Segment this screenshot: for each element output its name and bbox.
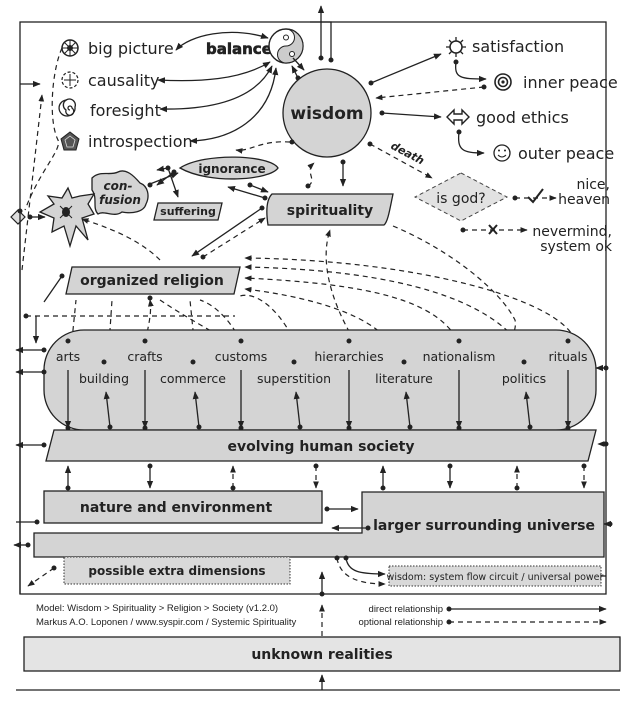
wisdom-label: wisdom — [290, 104, 363, 124]
aspect-link — [192, 391, 200, 428]
confusion-line1: con- — [104, 179, 133, 193]
introspection-item: introspection — [60, 131, 193, 151]
good-ethics-item: good ethics — [446, 108, 569, 127]
satisfaction-item: satisfaction — [446, 37, 564, 57]
aspect-link — [103, 391, 111, 428]
unknown-realities-label: unknown realities — [251, 647, 392, 663]
outer-peace-item: outer peace — [493, 144, 614, 163]
nevermind-line1: nevermind, — [532, 224, 612, 240]
evolving-society-label: evolving human society — [228, 439, 415, 455]
balance-label: balance — [206, 40, 272, 58]
aspect-rituals: rituals — [548, 349, 587, 364]
is-god-decision: is god? — [413, 172, 509, 222]
aspect-link — [523, 391, 531, 428]
nature-label: nature and environment — [80, 500, 273, 516]
universe-label: larger surrounding universe — [373, 518, 595, 534]
yin-yang-icon — [268, 28, 304, 64]
unknown-realities-node: unknown realities — [23, 636, 621, 672]
evolving-society-node: evolving human society — [45, 429, 597, 462]
aspect-building: building — [79, 371, 129, 386]
wheel-icon — [61, 39, 79, 57]
neuron-node — [38, 186, 96, 249]
heaven-line2: heaven — [558, 192, 610, 208]
aspect-hierarchies: hierarchies — [314, 349, 383, 364]
legend-direct-label: direct relationship — [369, 604, 443, 615]
wisdom-node: wisdom — [282, 68, 372, 158]
good-ethics-label: good ethics — [476, 108, 569, 127]
spider-icon — [59, 205, 73, 219]
universe-node: larger surrounding universe — [33, 491, 605, 558]
society-aspects: arts crafts customs hierarchies nationalism r… — [56, 338, 588, 431]
compass-arrows-icon — [61, 71, 79, 89]
cross-icon — [488, 224, 498, 235]
aspect-literature: literature — [375, 371, 433, 386]
aspect-commerce: commerce — [160, 371, 226, 386]
inner-peace-item: inner peace — [494, 73, 618, 92]
big-picture-item: big picture — [61, 39, 174, 58]
causality-item: causality — [61, 71, 160, 90]
satisfaction-label: satisfaction — [472, 37, 564, 56]
confusion-node: con- fusion — [91, 170, 149, 215]
ignorance-node: ignorance — [178, 156, 279, 180]
spirituality-label: spirituality — [287, 203, 373, 219]
wisdom-flow-node: wisdom: system flow circuit / universal … — [387, 565, 604, 587]
is-god-label: is god? — [436, 191, 485, 207]
causality-label: causality — [88, 71, 160, 90]
heaven-line1: nice, — [576, 177, 610, 193]
ignorance-label: ignorance — [198, 162, 265, 176]
wisdom-flow-label: wisdom: system flow circuit / universal … — [387, 572, 604, 583]
aspect-arts: arts — [56, 349, 80, 364]
nature-node: nature and environment — [43, 490, 323, 524]
web-icon — [60, 131, 80, 151]
spiral-icon — [58, 98, 76, 117]
nevermind-line2: system ok — [540, 239, 613, 255]
suffering-label: suffering — [160, 205, 216, 218]
legend: direct relationship optional relationshi… — [358, 604, 607, 628]
introspection-label: introspection — [88, 132, 193, 151]
sun-icon — [446, 37, 466, 57]
confusion-line2: fusion — [99, 193, 141, 207]
aspect-crafts: crafts — [127, 349, 162, 364]
aspect-politics: politics — [502, 371, 546, 386]
inner-peace-label: inner peace — [523, 73, 618, 92]
entry-diamond — [10, 209, 26, 225]
model-credit: Model: Wisdom > Spirituality > Religion … — [36, 603, 278, 614]
outer-peace-label: outer peace — [518, 144, 614, 163]
foresight-item: foresight — [58, 98, 161, 120]
legend-optional-label: optional relationship — [358, 617, 443, 628]
aspect-nationalism: nationalism — [423, 349, 496, 364]
extra-dimensions-label: possible extra dimensions — [88, 564, 265, 578]
death-label: death — [389, 139, 427, 167]
author-credit: Markus A.O. Loponen / www.syspir.com / S… — [36, 617, 297, 628]
aspect-superstition: superstition — [257, 371, 331, 386]
society-environment-links — [64, 463, 587, 491]
spirituality-node: spirituality — [266, 193, 394, 226]
organized-religion-node: organized religion — [65, 266, 241, 295]
aspect-customs: customs — [215, 349, 268, 364]
suffering-node: suffering — [153, 202, 223, 221]
aspect-link — [293, 391, 301, 428]
checkmark-icon — [527, 188, 544, 204]
double-arrow-icon — [446, 108, 470, 126]
smiley-icon — [493, 144, 511, 162]
target-icon — [494, 73, 512, 91]
organized-religion-label: organized religion — [80, 273, 224, 289]
extra-dimensions-node: possible extra dimensions — [63, 556, 291, 585]
big-picture-label: big picture — [88, 39, 174, 58]
foresight-label: foresight — [90, 101, 161, 120]
aspect-link — [403, 391, 411, 428]
